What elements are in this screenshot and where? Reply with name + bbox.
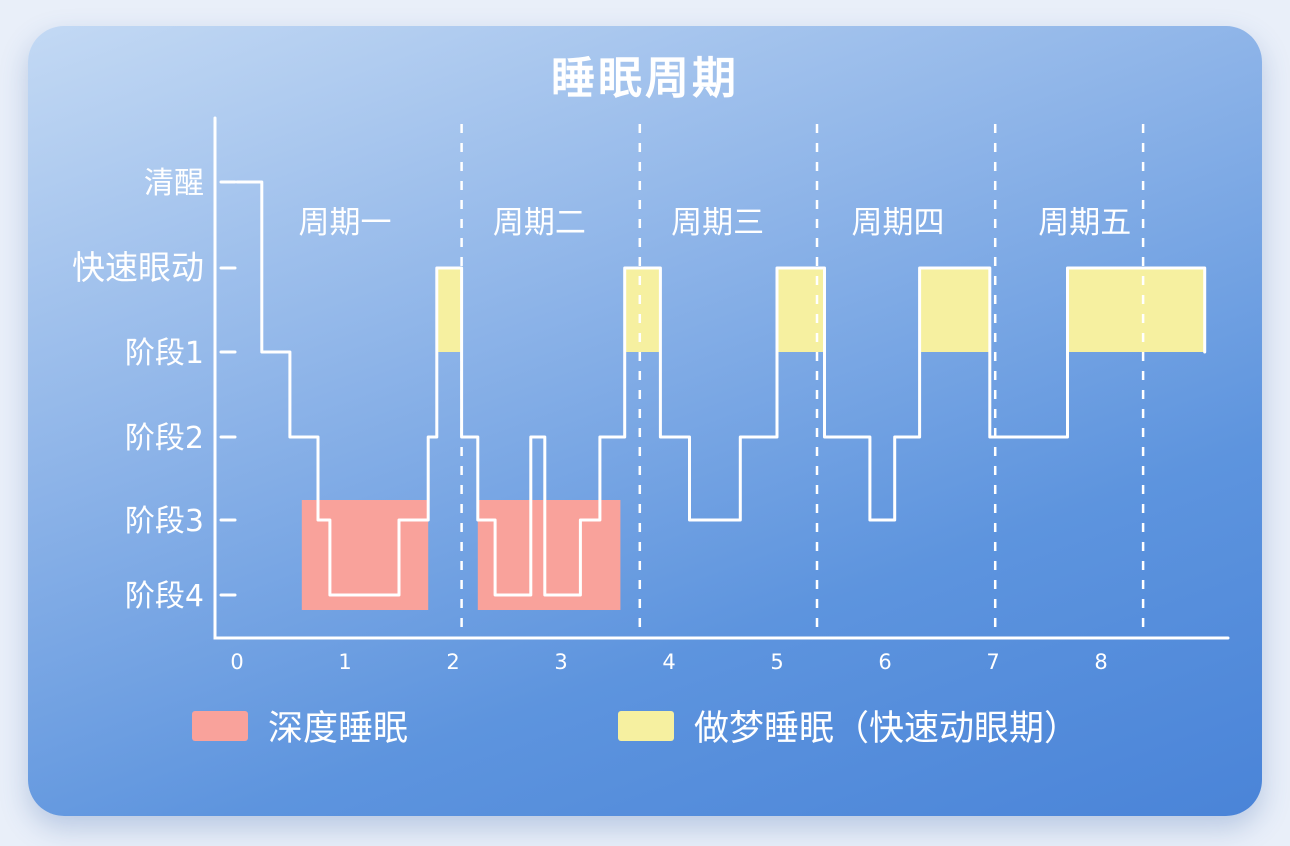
deep-sleep-block bbox=[477, 500, 621, 610]
sleep-cycle-card bbox=[28, 26, 1262, 816]
rem-sleep-blocks bbox=[436, 268, 1205, 352]
rem-sleep-block bbox=[1067, 268, 1205, 352]
x-axis-labels: 0 1 2 3 4 5 6 7 8 bbox=[230, 650, 1107, 674]
y-axis-label: 阶段1 bbox=[125, 336, 204, 371]
chart-title: 睡眠周期 bbox=[551, 53, 739, 104]
cycle-label: 周期五 bbox=[1038, 205, 1131, 241]
cycle-labels: 周期一 周期二 周期三 周期四 周期五 bbox=[299, 205, 1132, 241]
y-axis-label: 阶段4 bbox=[125, 579, 204, 614]
y-axis-label: 阶段3 bbox=[125, 504, 204, 539]
x-axis-label: 6 bbox=[878, 650, 891, 674]
legend: 深度睡眠 做梦睡眠（快速动眼期） bbox=[0, 700, 1290, 749]
axes bbox=[213, 116, 1230, 640]
x-axis-label: 8 bbox=[1094, 650, 1107, 674]
deep-sleep-blocks bbox=[301, 500, 621, 610]
x-axis-label: 0 bbox=[230, 650, 243, 674]
x-axis-label: 5 bbox=[770, 650, 783, 674]
x-axis-label: 7 bbox=[986, 650, 999, 674]
deep-sleep-label: 深度睡眠 bbox=[268, 709, 409, 749]
cycle-label: 周期三 bbox=[671, 205, 764, 241]
x-axis-label: 4 bbox=[662, 650, 675, 674]
cycle-label: 周期四 bbox=[852, 205, 945, 241]
rem-sleep-block bbox=[624, 268, 661, 352]
x-axis-label: 1 bbox=[338, 650, 351, 674]
rem-sleep-label: 做梦睡眠（快速动眼期） bbox=[694, 709, 1080, 749]
x-axis-label: 2 bbox=[446, 650, 459, 674]
x-axis-label: 3 bbox=[554, 650, 567, 674]
y-axis-label: 阶段2 bbox=[125, 421, 204, 456]
axes-line bbox=[213, 116, 1230, 640]
rem-sleep-block bbox=[436, 268, 462, 352]
cycle-label: 周期一 bbox=[299, 205, 392, 241]
y-axis-label: 清醒 bbox=[144, 166, 204, 201]
y-axis-label: 快速眼动 bbox=[72, 248, 204, 287]
cycle-label: 周期二 bbox=[493, 205, 586, 241]
deep-sleep-block bbox=[301, 500, 429, 610]
hypnogram-line-group bbox=[235, 180, 1207, 597]
rem-sleep-block bbox=[919, 268, 990, 352]
legend-item-rem-sleep: 做梦睡眠（快速动眼期） bbox=[618, 700, 1079, 751]
rem-sleep-swatch bbox=[618, 710, 674, 741]
deep-sleep-swatch bbox=[192, 710, 248, 741]
hypnogram-line bbox=[235, 180, 1207, 597]
legend-item-deep-sleep: 深度睡眠 bbox=[192, 700, 408, 751]
